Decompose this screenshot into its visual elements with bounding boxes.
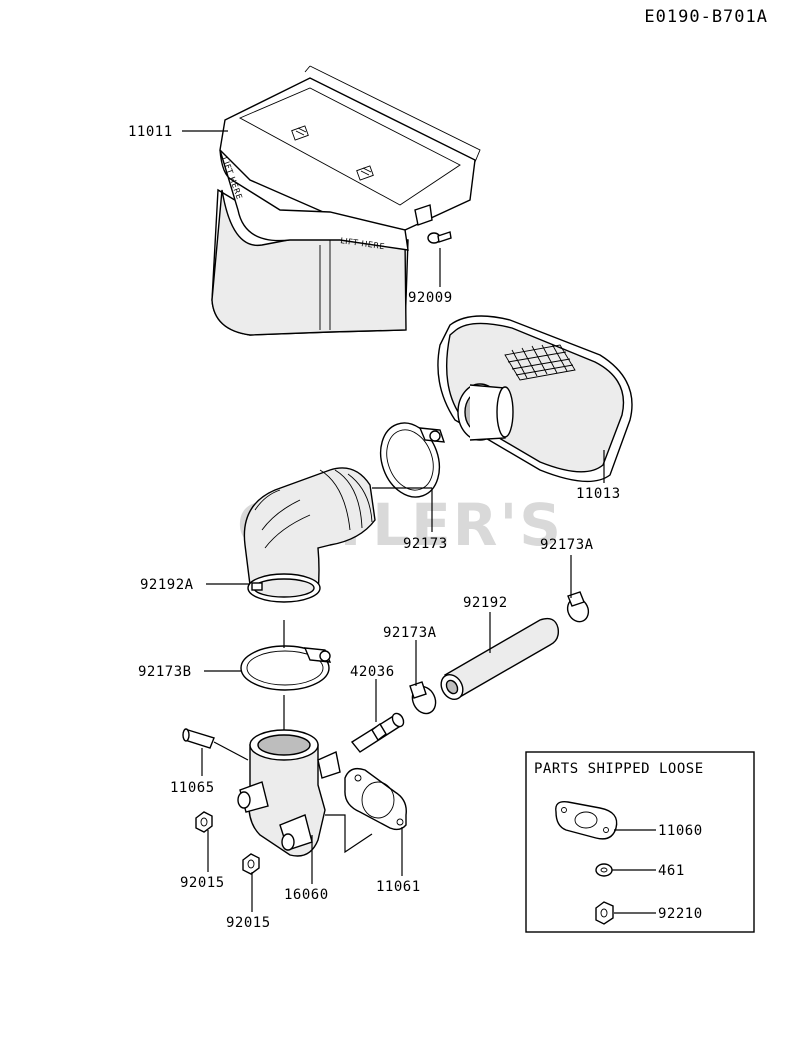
callout-11060: 11060 bbox=[658, 823, 703, 839]
diagram-code: E0190-B701A bbox=[644, 7, 768, 27]
vent-grid-icon bbox=[291, 125, 374, 181]
callout-461: 461 bbox=[658, 863, 685, 879]
callout-92192: 92192 bbox=[463, 595, 508, 611]
hose-clamp-92173B[interactable] bbox=[240, 645, 332, 691]
callout-92210: 92210 bbox=[658, 906, 703, 922]
gasket-11060[interactable] bbox=[555, 801, 618, 840]
leader-lines bbox=[182, 130, 605, 912]
hose-clamp-92173[interactable] bbox=[371, 415, 450, 506]
callout-92173: 92173 bbox=[403, 536, 448, 552]
screw-92009[interactable] bbox=[427, 231, 452, 244]
callout-11011: 11011 bbox=[128, 124, 173, 140]
callout-92173A: 92173A bbox=[383, 625, 437, 641]
callout-16060: 16060 bbox=[284, 887, 329, 903]
intake-elbow-16060[interactable] bbox=[237, 729, 341, 857]
callout-92173B: 92173B bbox=[138, 664, 192, 680]
air-cleaner-cover[interactable]: LIFT HERE LIFT HERE bbox=[211, 65, 481, 336]
pin-11065[interactable] bbox=[182, 728, 215, 749]
air-filter-element[interactable] bbox=[437, 315, 633, 483]
callout-11065: 11065 bbox=[170, 780, 215, 796]
fitting-42036[interactable] bbox=[350, 711, 406, 753]
filter-mesh-icon bbox=[504, 343, 576, 381]
callout-11061: 11061 bbox=[376, 879, 421, 895]
callout-92192A: 92192A bbox=[140, 577, 194, 593]
hose-clamp-92173A-mid[interactable] bbox=[408, 681, 440, 717]
washer-461[interactable] bbox=[595, 863, 613, 877]
callout-92173A: 92173A bbox=[540, 537, 594, 553]
callout-11013: 11013 bbox=[576, 486, 621, 502]
callout-92009: 92009 bbox=[408, 290, 453, 306]
callout-92015: 92015 bbox=[180, 875, 225, 891]
straight-hose-92192[interactable] bbox=[437, 617, 560, 704]
callout-42036: 42036 bbox=[350, 664, 395, 680]
parts-shipped-loose-box: PARTS SHIPPED LOOSE 11060 461 92210 bbox=[525, 751, 755, 933]
hose-clamp-92173A-top[interactable] bbox=[564, 591, 592, 625]
gasket-11061[interactable] bbox=[344, 767, 407, 831]
elbow-hose-92192A[interactable] bbox=[243, 467, 376, 603]
loose-parts-title: PARTS SHIPPED LOOSE bbox=[534, 761, 704, 777]
callout-92015: 92015 bbox=[226, 915, 271, 931]
nut-92015-b[interactable] bbox=[242, 853, 260, 875]
nut-92210[interactable] bbox=[595, 901, 614, 925]
nut-92015-a[interactable] bbox=[195, 811, 213, 833]
